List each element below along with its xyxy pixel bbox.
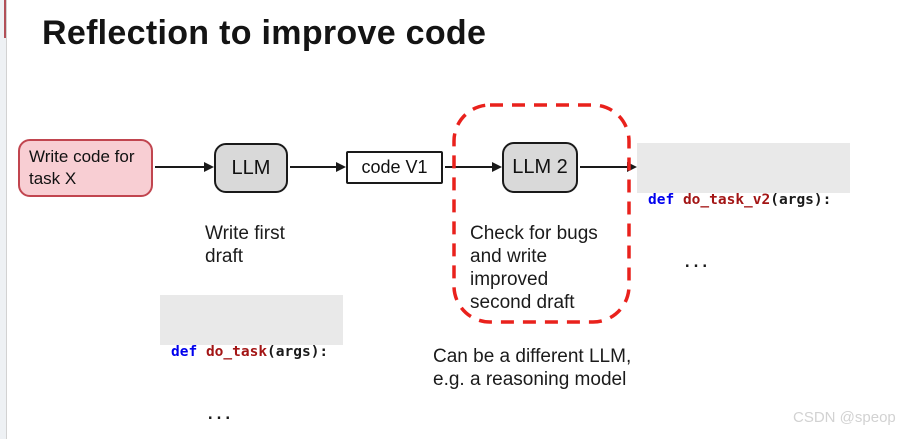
arrowhead-icon (204, 162, 214, 172)
code-line-def: def do_task(args): (171, 342, 343, 363)
arrowhead-icon (492, 162, 502, 172)
code-function-name: do_task (205, 344, 268, 360)
code-keyword: def (648, 192, 675, 208)
note-different-llm: Can be a different LLM, e.g. a reasoning… (433, 346, 632, 390)
write-code-task-box: Write code for task X (18, 139, 153, 197)
code-snippet-do-task: def do_task(args): ... (160, 295, 343, 423)
code-function-name: do_task_v2 (682, 192, 771, 208)
llm2-box: LLM 2 (502, 142, 578, 193)
arrowhead-icon (627, 162, 637, 172)
code-snippet-do-task-v2: def do_task_v2(args): ... (637, 143, 850, 271)
code-v1-box: code V1 (346, 151, 443, 184)
arrowhead-icon (336, 162, 346, 172)
code-line-body: ... (648, 255, 710, 271)
left-edge-red-mark (4, 0, 6, 38)
code-line-body: ... (171, 407, 233, 423)
flow-arrow-2 (290, 162, 346, 172)
code-keyword: def (171, 344, 198, 360)
csdn-watermark: CSDN @speop (793, 409, 896, 426)
note-write-first-draft: Write first draft (205, 223, 285, 267)
llm-box: LLM (214, 143, 288, 193)
page-title: Reflection to improve code (42, 14, 487, 52)
flow-arrow-1 (155, 162, 214, 172)
code-signature: (args): (770, 192, 832, 208)
code-line-def: def do_task_v2(args): (648, 190, 850, 211)
flow-arrow-3 (445, 162, 502, 172)
note-check-for-bugs: Check for bugs and write improved second… (470, 223, 598, 313)
left-edge-strip (0, 0, 7, 439)
flow-arrow-4 (580, 162, 637, 172)
code-signature: (args): (267, 344, 329, 360)
